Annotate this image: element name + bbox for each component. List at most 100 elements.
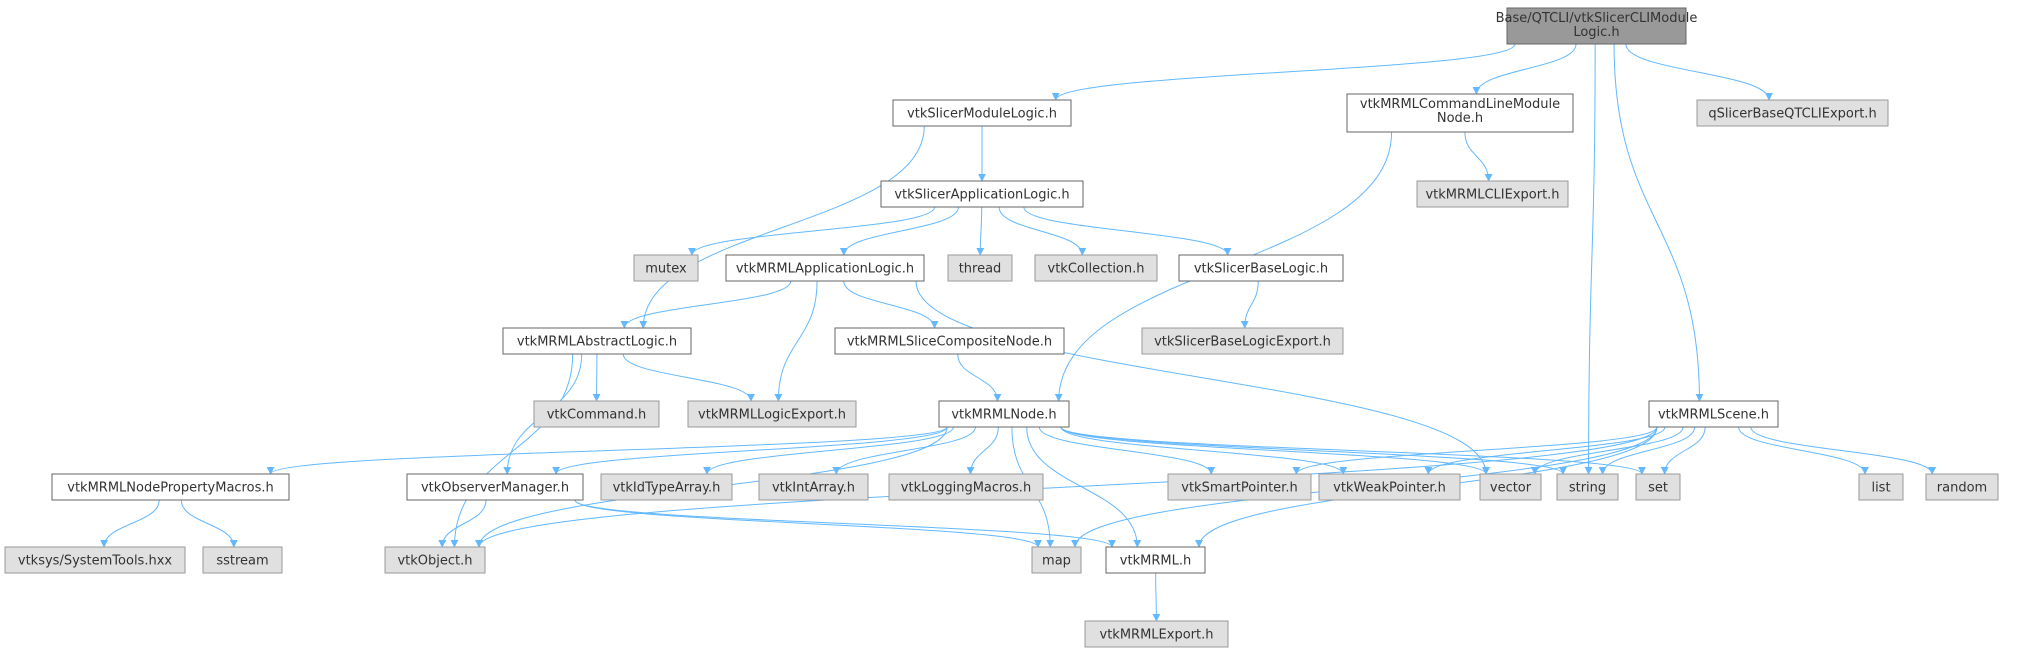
node-moduleLogic[interactable]: vtkSlicerModuleLogic.h xyxy=(892,99,1072,127)
node-box xyxy=(938,400,1070,428)
node-box xyxy=(1141,327,1344,355)
node-propMacros[interactable]: vtkMRMLNodePropertyMacros.h xyxy=(51,473,290,501)
node-label: vtkMRMLNode.h xyxy=(951,408,1056,423)
edge-root-to-cmdLineNode xyxy=(1472,43,1577,95)
edge-mrmlNode-to-set xyxy=(1060,426,1646,475)
node-random: random xyxy=(1925,473,1999,501)
node-label: Node.h xyxy=(1437,111,1483,126)
node-box xyxy=(202,546,283,574)
node-label: vtkLoggingMacros.h xyxy=(901,481,1031,496)
edge-moduleLogic-to-abstractLogic xyxy=(639,125,925,329)
edge-mrmlScene-to-string xyxy=(1598,426,1696,475)
node-box xyxy=(1925,473,1999,501)
node-label: list xyxy=(1871,481,1890,496)
node-mrmlAppLogic[interactable]: vtkMRMLApplicationLogic.h xyxy=(725,254,925,282)
node-box xyxy=(1506,7,1687,45)
node-box xyxy=(1479,473,1542,501)
node-box xyxy=(1556,473,1619,501)
node-label: vtkIdTypeArray.h xyxy=(613,481,721,496)
node-label: Logic.h xyxy=(1573,25,1619,40)
node-thread: thread xyxy=(947,254,1013,282)
node-baseLogic[interactable]: vtkSlicerBaseLogic.h xyxy=(1178,254,1344,282)
node-label: vtkSlicerModuleLogic.h xyxy=(907,107,1057,122)
node-idTypeArray: vtkIdTypeArray.h xyxy=(600,473,733,501)
node-label: vtkWeakPointer.h xyxy=(1333,481,1446,496)
edge-mrmlAppLogic-to-logicExport xyxy=(774,280,818,402)
node-loggingMacros: vtkLoggingMacros.h xyxy=(888,473,1044,501)
node-mrmlExport: vtkMRMLExport.h xyxy=(1084,620,1229,648)
node-box xyxy=(687,400,857,428)
edge-mrmlScene-to-set xyxy=(1660,426,1706,475)
node-box xyxy=(947,254,1013,282)
edge-appLogic-to-mutex xyxy=(688,206,936,256)
node-box xyxy=(533,400,660,428)
node-label: vtkMRMLApplicationLogic.h xyxy=(736,262,914,277)
node-appLogic[interactable]: vtkSlicerApplicationLogic.h xyxy=(880,180,1084,208)
node-box xyxy=(1034,254,1158,282)
node-label: vtkMRMLLogicExport.h xyxy=(698,408,846,423)
node-label: vtkMRMLSliceCompositeNode.h xyxy=(847,335,1052,350)
node-box xyxy=(633,254,699,282)
node-box xyxy=(1105,546,1206,574)
node-box xyxy=(1635,473,1681,501)
node-box xyxy=(1346,93,1574,133)
node-box xyxy=(1318,473,1461,501)
node-box xyxy=(51,473,290,501)
node-box xyxy=(1178,254,1344,282)
node-label: vtkMRML.h xyxy=(1120,554,1191,569)
node-label: vtkMRMLCLIExport.h xyxy=(1425,188,1559,203)
node-map: map xyxy=(1031,546,1082,574)
node-label: qSlicerBaseQTCLIExport.h xyxy=(1708,107,1876,122)
node-string: string xyxy=(1556,473,1619,501)
node-box xyxy=(1031,546,1082,574)
node-logicExport: vtkMRMLLogicExport.h xyxy=(687,400,857,428)
node-box xyxy=(892,99,1072,127)
edge-mrmlScene-to-vector xyxy=(1530,426,1684,475)
node-intArray: vtkIntArray.h xyxy=(758,473,869,501)
edge-mrmlScene-to-smartPointer xyxy=(1292,426,1658,475)
node-box xyxy=(502,327,692,355)
node-label: vtkSlicerApplicationLogic.h xyxy=(894,188,1069,203)
node-label: string xyxy=(1569,481,1606,496)
node-label: vtkCommand.h xyxy=(547,408,647,423)
node-systemTools: vtksys/SystemTools.hxx xyxy=(4,546,186,574)
edge-observerMgr-to-vtkObject xyxy=(438,499,487,548)
node-collection: vtkCollection.h xyxy=(1034,254,1158,282)
edge-mrmlNode-to-intArray xyxy=(832,426,976,475)
node-label: vtkMRMLExport.h xyxy=(1100,628,1214,643)
node-label: thread xyxy=(959,262,1002,277)
edge-mrmlNode-to-idTypeArray xyxy=(703,426,954,475)
node-abstractLogic[interactable]: vtkMRMLAbstractLogic.h xyxy=(502,327,692,355)
node-label: vtkIntArray.h xyxy=(772,481,855,496)
edge-appLogic-to-mrmlAppLogic xyxy=(839,206,959,256)
node-label: vtkMRMLAbstractLogic.h xyxy=(517,335,677,350)
edge-mrmlNode-to-smartPointer xyxy=(1038,426,1216,475)
node-box xyxy=(406,473,584,501)
edge-propMacros-to-sstream xyxy=(180,499,238,548)
node-box xyxy=(384,546,486,574)
edge-cmdLineNode-to-cliExport xyxy=(1464,131,1493,182)
node-baseLogicExport: vtkSlicerBaseLogicExport.h xyxy=(1141,327,1344,355)
node-set: set xyxy=(1635,473,1681,501)
node-label: vtkObserverManager.h xyxy=(421,481,569,496)
edge-sliceComposite-to-mrmlNode xyxy=(957,353,1002,402)
node-weakPointer: vtkWeakPointer.h xyxy=(1318,473,1461,501)
node-box xyxy=(1648,400,1779,428)
node-box xyxy=(880,180,1084,208)
node-vtkMRML[interactable]: vtkMRML.h xyxy=(1105,546,1206,574)
node-box xyxy=(600,473,733,501)
edge-appLogic-to-collection xyxy=(998,206,1087,256)
node-mrmlNode[interactable]: vtkMRMLNode.h xyxy=(938,400,1070,428)
node-box xyxy=(758,473,869,501)
node-observerMgr[interactable]: vtkObserverManager.h xyxy=(406,473,584,501)
edge-observerMgr-to-vtkMRML xyxy=(574,499,1116,548)
node-mrmlScene[interactable]: vtkMRMLScene.h xyxy=(1648,400,1779,428)
node-label: random xyxy=(1937,481,1987,496)
node-box xyxy=(888,473,1044,501)
node-sliceComposite[interactable]: vtkMRMLSliceCompositeNode.h xyxy=(834,327,1065,355)
node-list: list xyxy=(1858,473,1904,501)
edge-mrmlAppLogic-to-sliceComposite xyxy=(843,280,939,329)
